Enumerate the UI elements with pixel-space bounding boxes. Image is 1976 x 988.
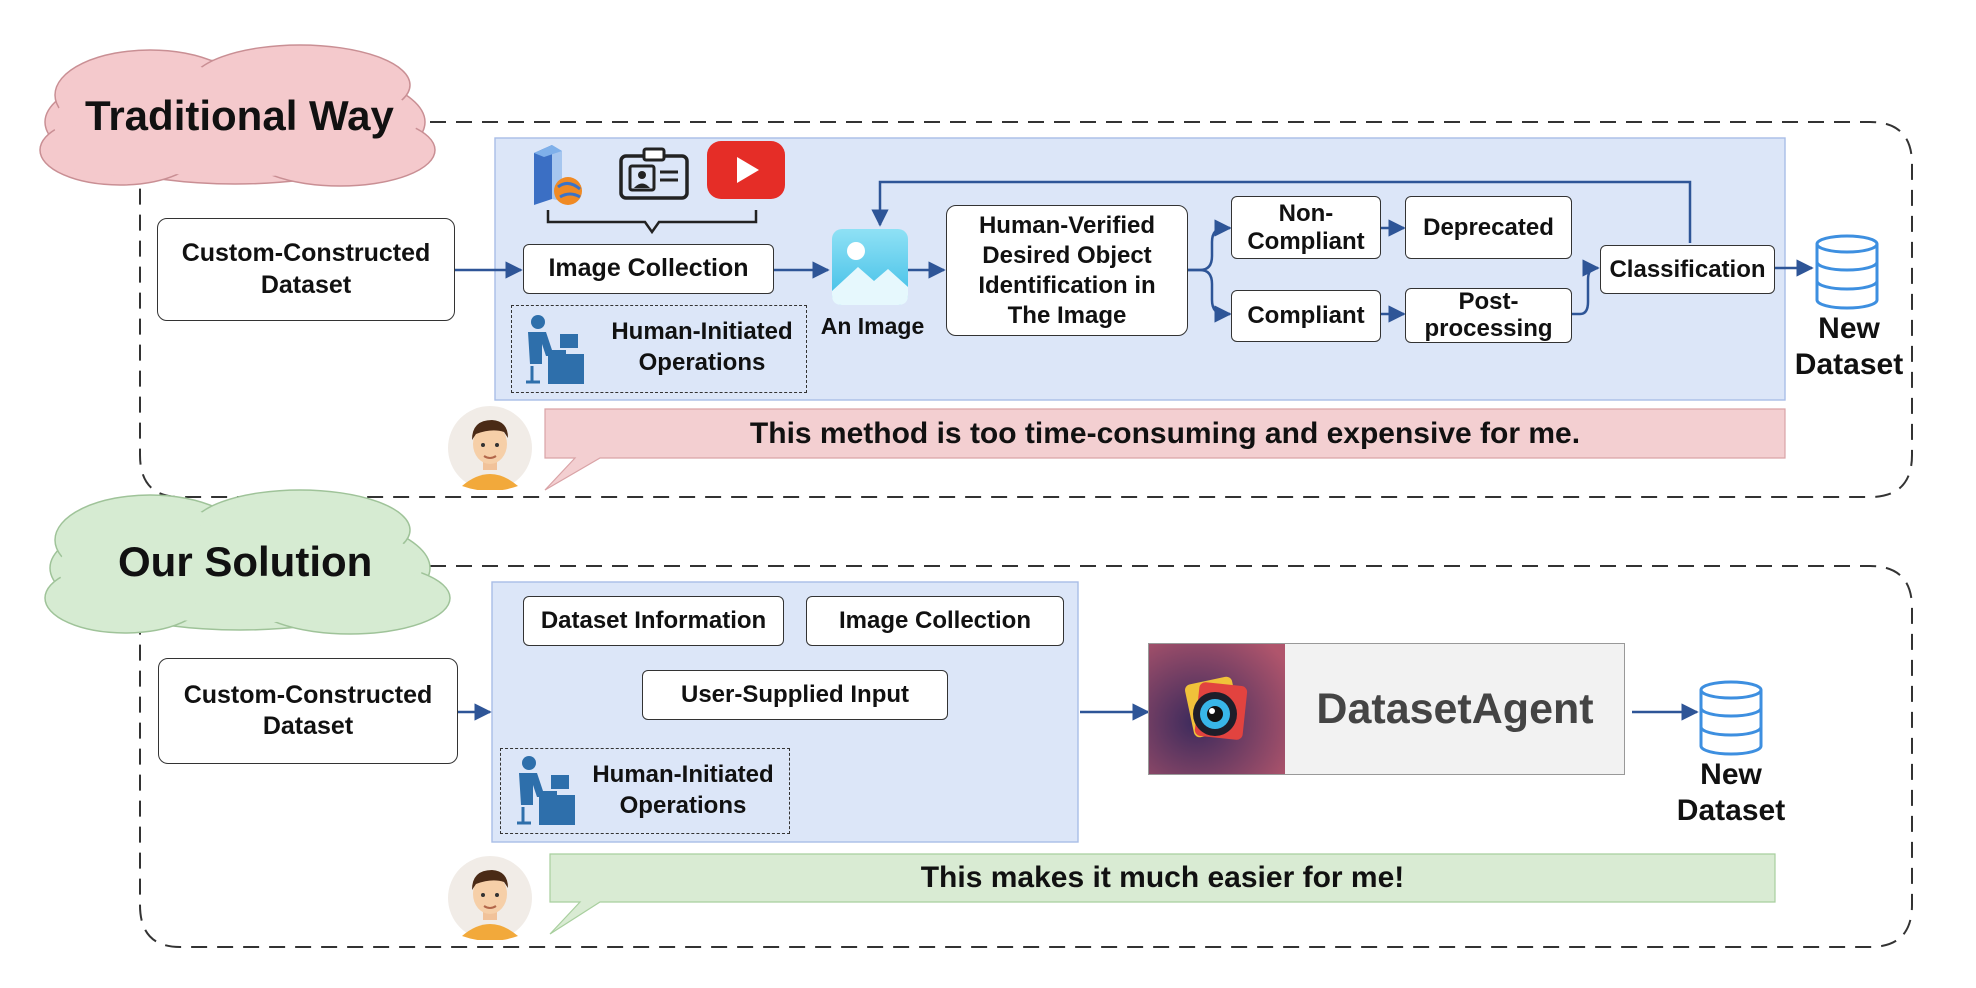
solution-title: Our Solution <box>118 538 373 585</box>
person-avatar-icon <box>448 856 532 940</box>
human-ops-box: Human-Initiated Operations <box>511 305 807 393</box>
solution-image-collection-box: Image Collection <box>806 596 1064 646</box>
solution-human-ops-box: Human-Initiated Operations <box>500 748 790 834</box>
database-icon <box>1699 680 1763 756</box>
deprecated-box: Deprecated <box>1405 196 1572 259</box>
solution-human-ops-label: Human-Initiated Operations <box>592 761 774 820</box>
image-collection-box: Image Collection <box>523 244 774 294</box>
an-image-label: An Image <box>820 313 925 339</box>
youtube-icon <box>707 141 785 199</box>
worker-desk-icon <box>526 315 584 384</box>
custom-dataset-box: Custom-Constructed Dataset <box>157 218 455 321</box>
image-icon <box>832 229 908 305</box>
post-processing-box: Post- processing <box>1405 288 1572 343</box>
dataset-agent-label: DatasetAgent <box>1316 684 1594 733</box>
dataset-information-box: Dataset Information <box>523 596 784 646</box>
worker-desk-icon <box>517 756 575 825</box>
human-verified-box: Human-Verified Desired Object Identifica… <box>946 205 1188 336</box>
non-compliant-box: Non- Compliant <box>1231 196 1381 259</box>
sources-brace <box>546 210 758 235</box>
solution-speech-bubble <box>549 853 1776 935</box>
compliant-box: Compliant <box>1231 290 1381 342</box>
new-dataset-label: New Dataset <box>1794 312 1904 381</box>
user-supplied-input-box: User-Supplied Input <box>642 670 948 720</box>
traditional-frame <box>139 121 1913 498</box>
traditional-speech-bubble <box>544 408 1786 491</box>
human-ops-label: Human-Initiated Operations <box>611 318 793 377</box>
database-icon <box>1815 234 1879 310</box>
traditional-title: Traditional Way <box>85 92 394 139</box>
classification-box: Classification <box>1600 245 1775 294</box>
id-card-icon <box>619 147 689 200</box>
solution-frame <box>139 565 1913 948</box>
traditional-comment: This method is too time-consuming and ex… <box>749 416 1581 450</box>
person-avatar-icon <box>448 406 532 490</box>
camera-logo-icon <box>1149 644 1285 774</box>
solution-custom-dataset-box: Custom-Constructed Dataset <box>158 658 458 764</box>
solution-comment: This makes it much easier for me! <box>920 861 1405 894</box>
solution-new-dataset-label: New Dataset <box>1676 758 1786 827</box>
server-globe-icon <box>534 145 582 205</box>
